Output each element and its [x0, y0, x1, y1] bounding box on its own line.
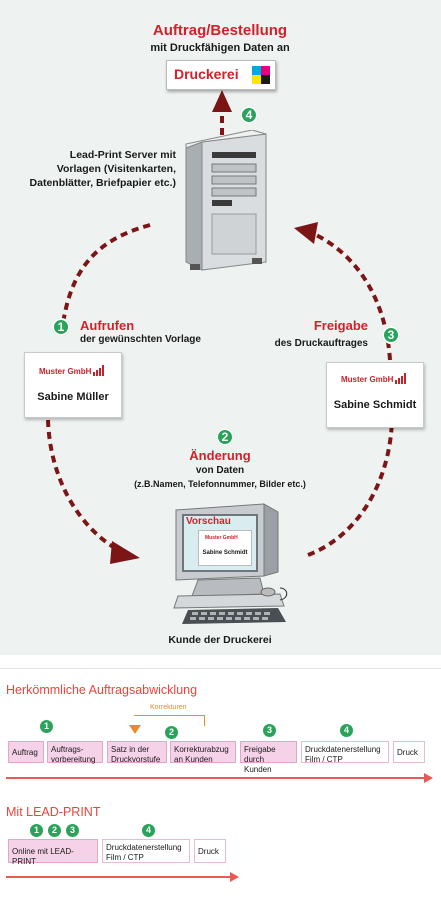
card-right-logo: Muster GmbH	[341, 375, 394, 384]
row2-step-3: Druck	[194, 839, 226, 863]
step-2-title: Änderung	[189, 448, 251, 463]
row1-step-6: Druckdatenerstellung Film / CTP	[301, 741, 389, 764]
row2-step-1: Online mit LEAD-PRINT	[8, 839, 98, 866]
header-title: Auftrag/Bestellung	[152, 22, 288, 39]
corrections-label: Korrekturen	[150, 704, 187, 711]
row1-step-4: Korrekturabzug an Kunden	[170, 741, 236, 764]
monitor-title: Vorschau	[186, 516, 231, 527]
computer-icon: Vorschau Muster GmbH Sabine Schmidt	[168, 500, 298, 624]
row2-step-2: Druckdatenerstellung Film / CTP	[102, 839, 190, 863]
corrections-loop	[134, 715, 205, 726]
server-tower-icon	[182, 129, 274, 276]
workflow-diagram: Auftrag/Bestellung mit Druckfähigen Date…	[0, 0, 441, 655]
printer-box: Druckerei	[166, 60, 276, 90]
cmyk-icon	[252, 66, 270, 84]
server-caption-line2: Vorlagen (Visitenkarten,	[56, 163, 176, 175]
timeline-leadprint-arrow-icon	[230, 872, 239, 882]
server-caption-line3: Datenblätter, Briefpapier etc.)	[29, 177, 176, 189]
header-subtitle: mit Druckfähigen Daten an	[150, 42, 290, 54]
arrow-left-to-computer-head	[110, 541, 140, 564]
monitor-screen: Vorschau Muster GmbH Sabine Schmidt	[184, 516, 256, 570]
comparison-panel: Herkömmliche Auftragsabwicklung Korrektu…	[0, 668, 441, 901]
arrow-computer-to-right	[307, 419, 394, 557]
printer-label: Druckerei	[174, 66, 239, 82]
row2-badge-2: 2	[48, 824, 61, 837]
step-1-badge: 1	[52, 318, 70, 336]
server-caption: Lead-Print Server mit Vorlagen (Visitenk…	[28, 148, 176, 190]
step-3-subtitle: des Druckauftrages	[274, 338, 368, 349]
logo-bars-icon	[395, 371, 409, 389]
row1-step-2: Auftrags- vorbereitung	[47, 741, 103, 764]
arrow-server-to-left	[60, 223, 151, 331]
logo-bars-icon	[93, 363, 107, 381]
step-2-subtitle: von Daten	[195, 465, 245, 476]
row2-badge-4: 4	[142, 824, 155, 837]
card-left-name: Sabine Müller	[37, 391, 109, 403]
row1-step-5: Freigabe durch Kunden	[240, 741, 297, 774]
timeline-traditional	[6, 777, 426, 779]
card-left-logo: Muster GmbH	[39, 367, 92, 376]
cycle-arrows	[46, 90, 394, 564]
traditional-title: Herkömmliche Auftragsabwicklung	[6, 683, 198, 697]
step-3-badge: 3	[382, 326, 400, 344]
business-card-left: Muster GmbH Sabine Müller	[24, 352, 122, 418]
timeline-traditional-arrow-icon	[424, 773, 433, 783]
server-caption-line1: Lead-Print Server mit	[69, 149, 176, 161]
row2-badge-1: 1	[30, 824, 43, 837]
customer-label: Kunde der Druckerei	[168, 634, 272, 646]
step-2-example: (z.B.Namen, Telefonnummer, Bilder etc.)	[134, 479, 306, 489]
row1-step-1: Auftrag	[8, 741, 44, 763]
monitor-card-logo: Muster GmbH	[205, 535, 238, 541]
row2-badge-3: 3	[66, 824, 79, 837]
business-card-right: Muster GmbH Sabine Schmidt	[326, 362, 424, 428]
monitor-card-name: Sabine Schmidt	[202, 550, 248, 556]
row1-badge-3: 3	[263, 724, 276, 737]
step-2-badge: 2	[216, 428, 234, 446]
step-4-badge: 4	[240, 106, 258, 124]
row1-badge-2: 2	[165, 726, 178, 739]
row1-step-3: Satz in der Druckvorstufe	[107, 741, 167, 764]
card-right-name: Sabine Schmidt	[333, 399, 417, 411]
row1-badge-4: 4	[340, 724, 353, 737]
timeline-leadprint	[6, 876, 232, 878]
step-3-title: Freigabe	[313, 318, 368, 333]
monitor-card-preview: Muster GmbH Sabine Schmidt	[198, 530, 252, 566]
row1-step-7: Druck	[393, 741, 425, 763]
step-1-title: Aufrufen	[80, 318, 135, 333]
row1-badge-1: 1	[40, 720, 53, 733]
arrow-right-to-server-head	[294, 222, 318, 244]
arrow-right-to-server	[309, 230, 392, 361]
corrections-arrow-icon	[129, 725, 141, 734]
arrow-to-printer-head	[212, 90, 232, 112]
leadprint-title: Mit LEAD-PRINT	[6, 805, 101, 819]
step-1-subtitle: der gewünschten Vorlage	[80, 334, 201, 345]
